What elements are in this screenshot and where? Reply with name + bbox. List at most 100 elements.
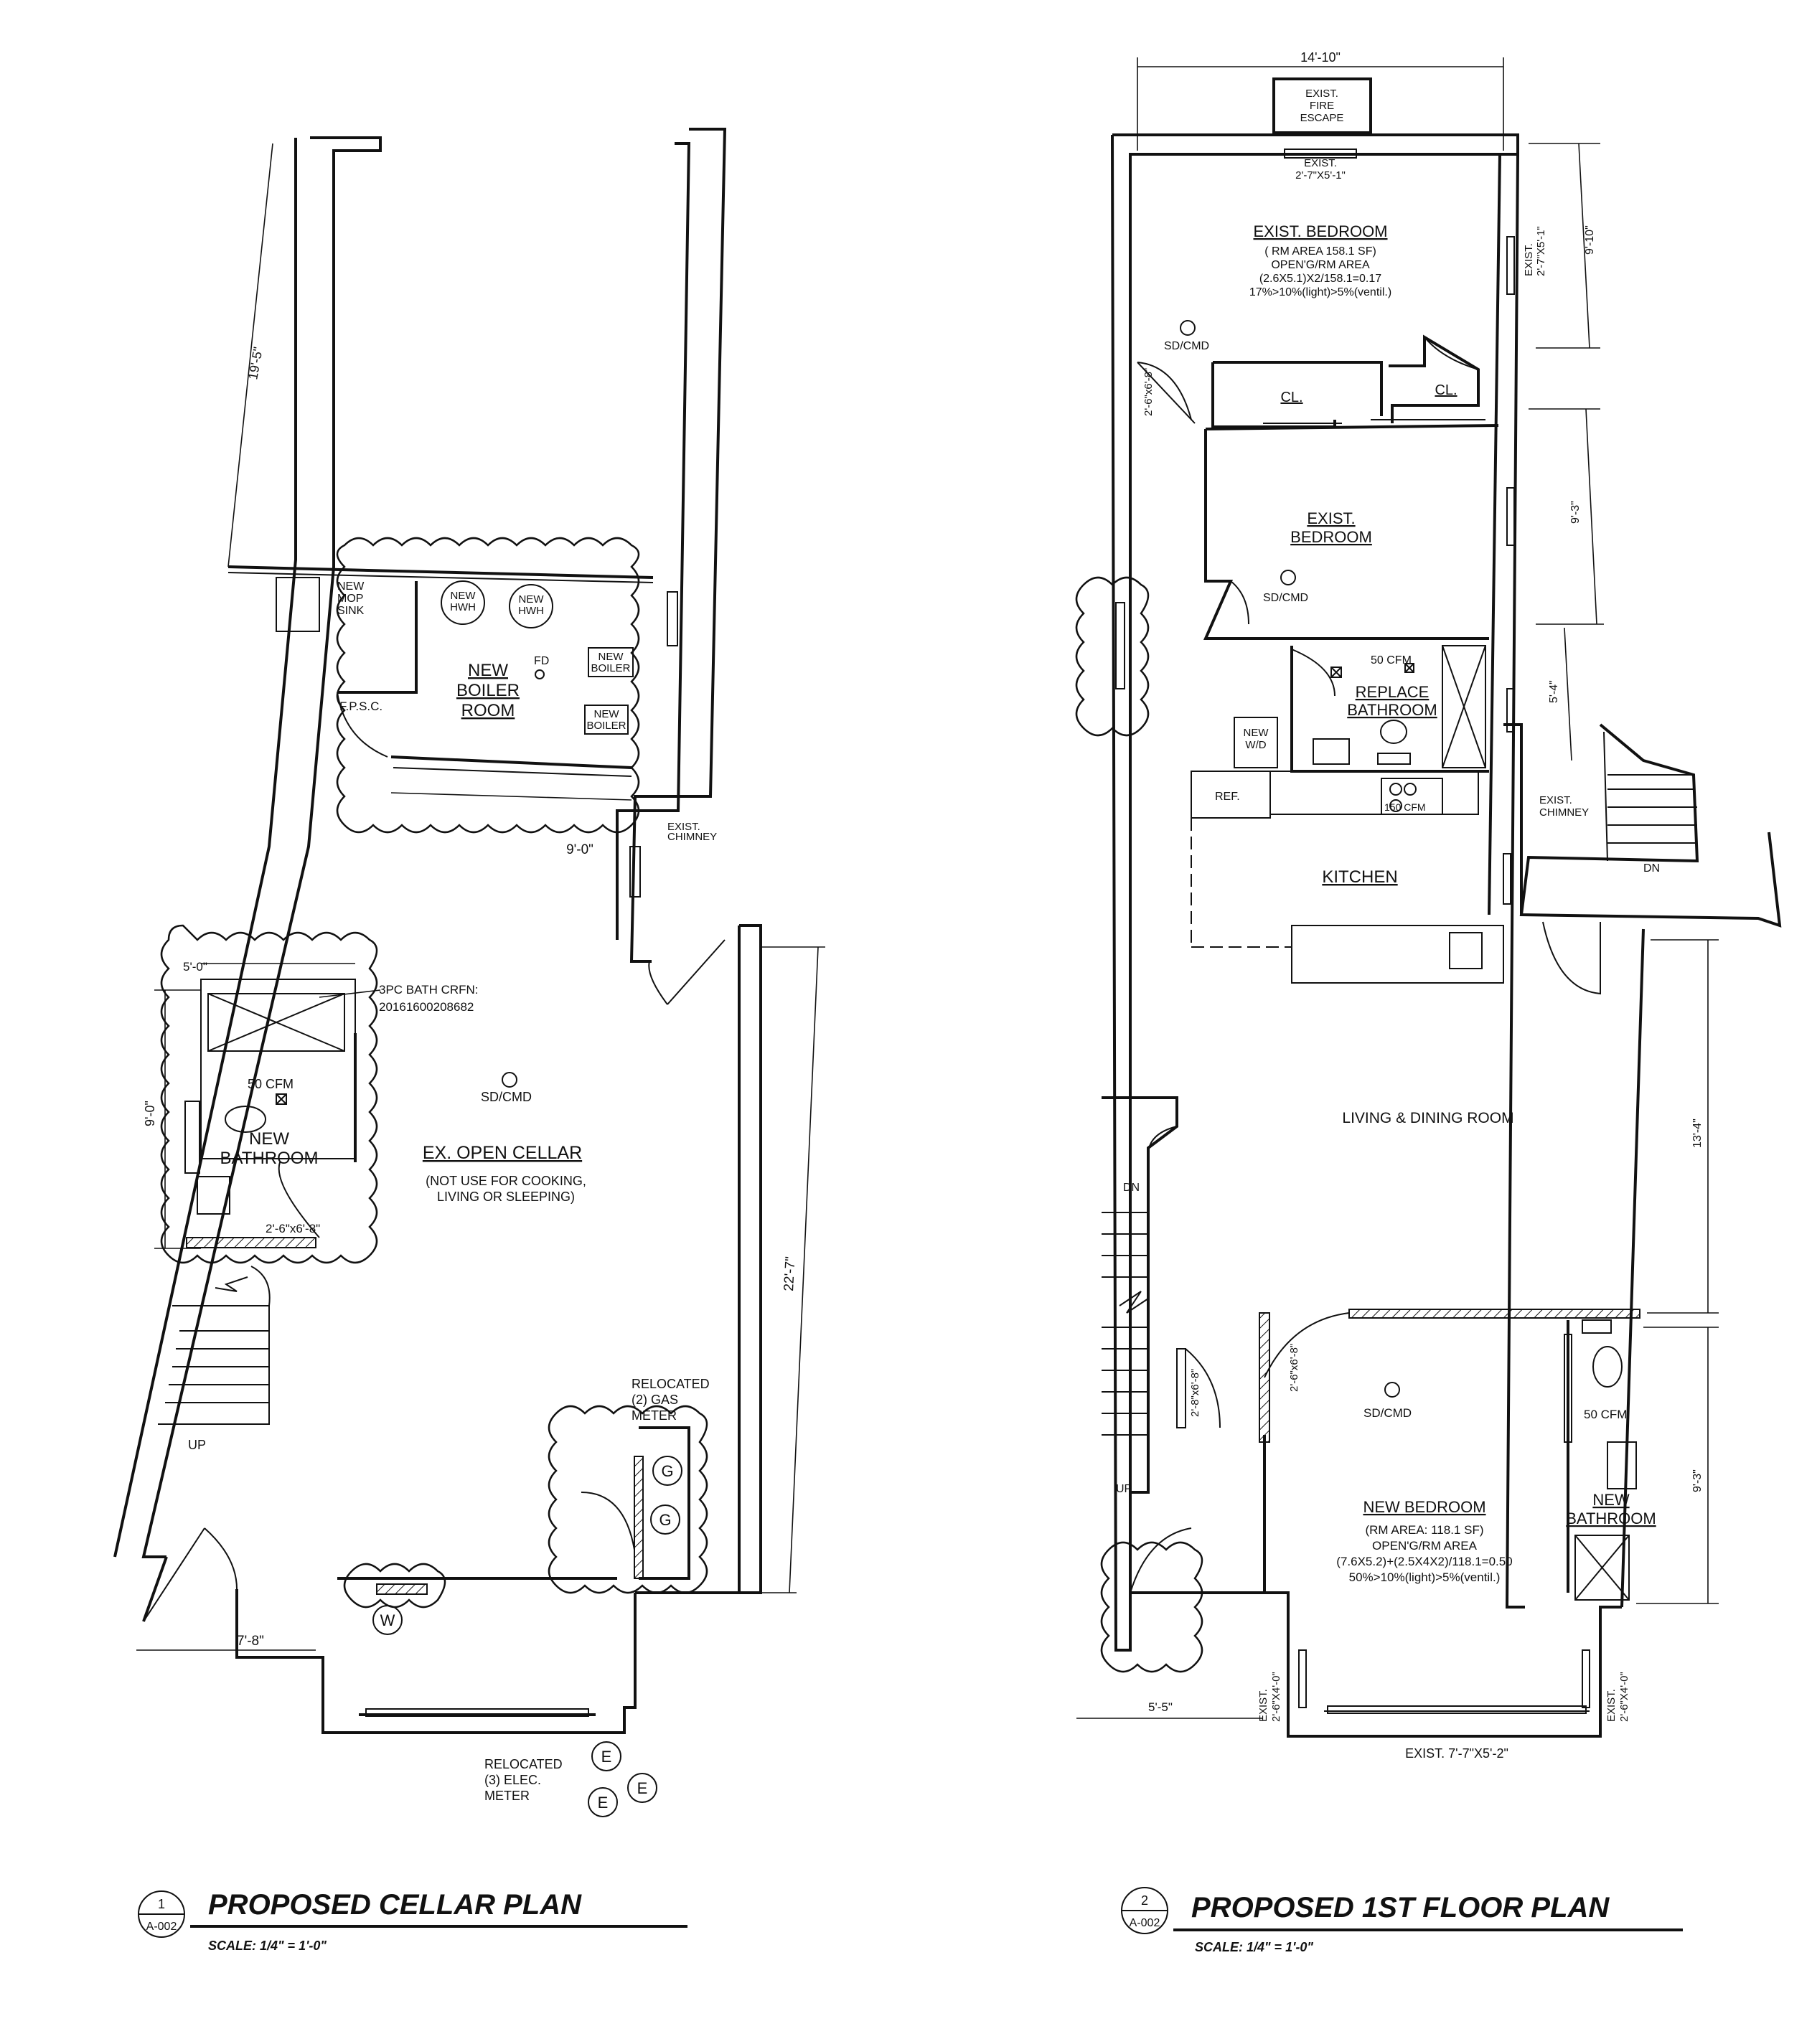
bedroom-2-label: EXIST.BEDROOM bbox=[1290, 509, 1372, 546]
ff-plan-title: PROPOSED 1ST FLOOR PLAN bbox=[1191, 1892, 1610, 1923]
side-window-label: EXIST.2'-7"X5'-1" bbox=[1523, 226, 1547, 276]
dim-bath-width: 5'-0" bbox=[183, 960, 207, 974]
dim-ff-front-right: 9'-3" bbox=[1691, 1469, 1704, 1492]
fire-escape-box bbox=[1272, 77, 1372, 134]
new-bedroom-label: NEW BEDROOM bbox=[1363, 1498, 1485, 1516]
ff-door-2: 2'-6"x6'-8" bbox=[1288, 1344, 1300, 1392]
cellar-smoke-detector bbox=[502, 1072, 517, 1088]
dim-ff-top: 14'-10" bbox=[1300, 50, 1341, 65]
kitchen-counter-bottom bbox=[1291, 925, 1504, 984]
water-meter-text: W bbox=[380, 1611, 395, 1629]
elec-meter-1-text: E bbox=[601, 1748, 612, 1766]
closet-1-label: CL. bbox=[1280, 390, 1302, 405]
cellar-plan bbox=[113, 128, 825, 1938]
cellar-stairs bbox=[158, 1266, 271, 1425]
dim-bath-height: 9'-0" bbox=[143, 1101, 157, 1126]
wd-box bbox=[1234, 717, 1278, 768]
floor-drain-symbol bbox=[535, 669, 545, 679]
cellar-plan-title: PROPOSED CELLAR PLAN bbox=[208, 1889, 582, 1921]
cellar-door-label: 2'-6"x6'-8" bbox=[266, 1222, 320, 1235]
bath-crfn-label: 3PC BATH CRFN:20161600208682 bbox=[379, 983, 479, 1014]
ff-dn-1: DN bbox=[1643, 862, 1660, 875]
ff-cfm-2: 150 CFM bbox=[1384, 801, 1426, 813]
open-cellar-note: (NOT USE FOR COOKING,LIVING OR SLEEPING) bbox=[426, 1174, 586, 1204]
ff-sd-3: SD/CMD bbox=[1363, 1406, 1412, 1420]
win-left-label: EXIST.2'-6"X4'-0" bbox=[1257, 1672, 1282, 1722]
ff-door-3: 2'-8"x6'-8" bbox=[1189, 1369, 1201, 1417]
cellar-cfm-label: 50 CFM bbox=[248, 1077, 294, 1091]
elec-meter-3-symbol bbox=[588, 1787, 618, 1817]
first-floor-walls bbox=[1102, 77, 1782, 1738]
ff-revision-clouds bbox=[1075, 576, 1203, 1673]
elec-meter-1-symbol bbox=[591, 1741, 621, 1771]
gas-meter-1-text: G bbox=[661, 1462, 673, 1480]
rear-window-label: EXIST.2'-7"X5'-1" bbox=[1295, 157, 1346, 182]
dim-ff-living-right: 13'-4" bbox=[1691, 1118, 1704, 1148]
ref-label: REF. bbox=[1215, 791, 1240, 803]
ff-shower bbox=[1442, 645, 1486, 768]
bedroom-1-notes: ( RM AREA 158.1 SF)OPEN'G/RM AREA(2.6X5.… bbox=[1249, 245, 1391, 298]
ff-cfm-1: 50 CFM bbox=[1371, 654, 1412, 667]
cellar-chimney-label: EXIST.CHIMNEY bbox=[667, 821, 717, 843]
cellar-title-block bbox=[138, 1890, 687, 1938]
dim-cellar-front: 7'-8" bbox=[237, 1634, 264, 1649]
front-window-label: EXIST. 7'-7"X5'-2" bbox=[1405, 1746, 1508, 1761]
ff-title-sheet: A-002 bbox=[1130, 1917, 1160, 1929]
cellar-revision-clouds bbox=[160, 537, 708, 1609]
ff-chimney-label: EXIST.CHIMNEY bbox=[1539, 794, 1589, 819]
mop-sink-fixture bbox=[276, 577, 320, 632]
gas-meter-1-symbol bbox=[652, 1456, 682, 1486]
bedroom-1-label: EXIST. BEDROOM bbox=[1253, 222, 1387, 240]
ff-door-1: 2'-6"x6'-8" bbox=[1142, 368, 1155, 416]
cellar-up-label: UP bbox=[188, 1438, 206, 1452]
hwh-2-symbol bbox=[509, 584, 553, 628]
ff-stairs bbox=[1102, 1096, 1221, 1494]
ff-title-number: 2 bbox=[1141, 1893, 1148, 1908]
living-dining-label: LIVING & DINING ROOM bbox=[1342, 1110, 1513, 1126]
gas-meter-2-text: G bbox=[659, 1511, 671, 1529]
boiler-2-symbol bbox=[584, 705, 629, 735]
kitchen-label: KITCHEN bbox=[1322, 867, 1397, 887]
ff-dimensions bbox=[1076, 57, 1719, 1719]
first-floor-plan bbox=[1075, 57, 1782, 1934]
ff-sd-2: SD/CMD bbox=[1263, 592, 1308, 604]
cellar-dimensions bbox=[136, 143, 825, 1651]
hwh-1-symbol bbox=[441, 580, 485, 625]
kitchen-counter-top bbox=[1269, 771, 1479, 815]
boiler-1-symbol bbox=[588, 647, 634, 677]
dim-ff-mid-right: 9'-3" bbox=[1569, 501, 1582, 524]
cellar-front-window bbox=[365, 1708, 589, 1717]
closet-2-label: CL. bbox=[1435, 382, 1457, 398]
dim-cellar-right: 22'-7" bbox=[781, 1256, 799, 1291]
elec-meter-3-text: E bbox=[598, 1794, 609, 1812]
win-right-label: EXIST.2'-6"X4'-0" bbox=[1605, 1672, 1630, 1722]
gas-meter-2-symbol bbox=[650, 1504, 680, 1535]
ff-dn-2: DN bbox=[1123, 1182, 1140, 1194]
new-bedroom-notes: (RM AREA: 118.1 SF)OPEN'G/RM AREA(7.6X5.… bbox=[1336, 1523, 1512, 1584]
front-window-ff bbox=[1327, 1705, 1587, 1714]
ff-sd-1: SD/CMD bbox=[1164, 340, 1209, 352]
floor-drain-label: FD bbox=[534, 655, 549, 667]
cellar-walls bbox=[113, 128, 762, 1817]
cellar-sd-label: SD/CMD bbox=[481, 1090, 532, 1104]
dim-ff-rear-right: 9'-10" bbox=[1584, 225, 1596, 255]
dim-boiler-width: 9'-0" bbox=[566, 842, 593, 857]
ff-title-block bbox=[1121, 1887, 1683, 1934]
cellar-title-sheet: A-002 bbox=[146, 1921, 177, 1933]
dim-ff-front-left: 5'-5" bbox=[1148, 1700, 1173, 1714]
fpsc-label: F.P.S.C. bbox=[339, 700, 382, 713]
elec-meter-2-text: E bbox=[637, 1779, 648, 1797]
dim-cellar-top-left: 19'-5" bbox=[245, 346, 266, 381]
